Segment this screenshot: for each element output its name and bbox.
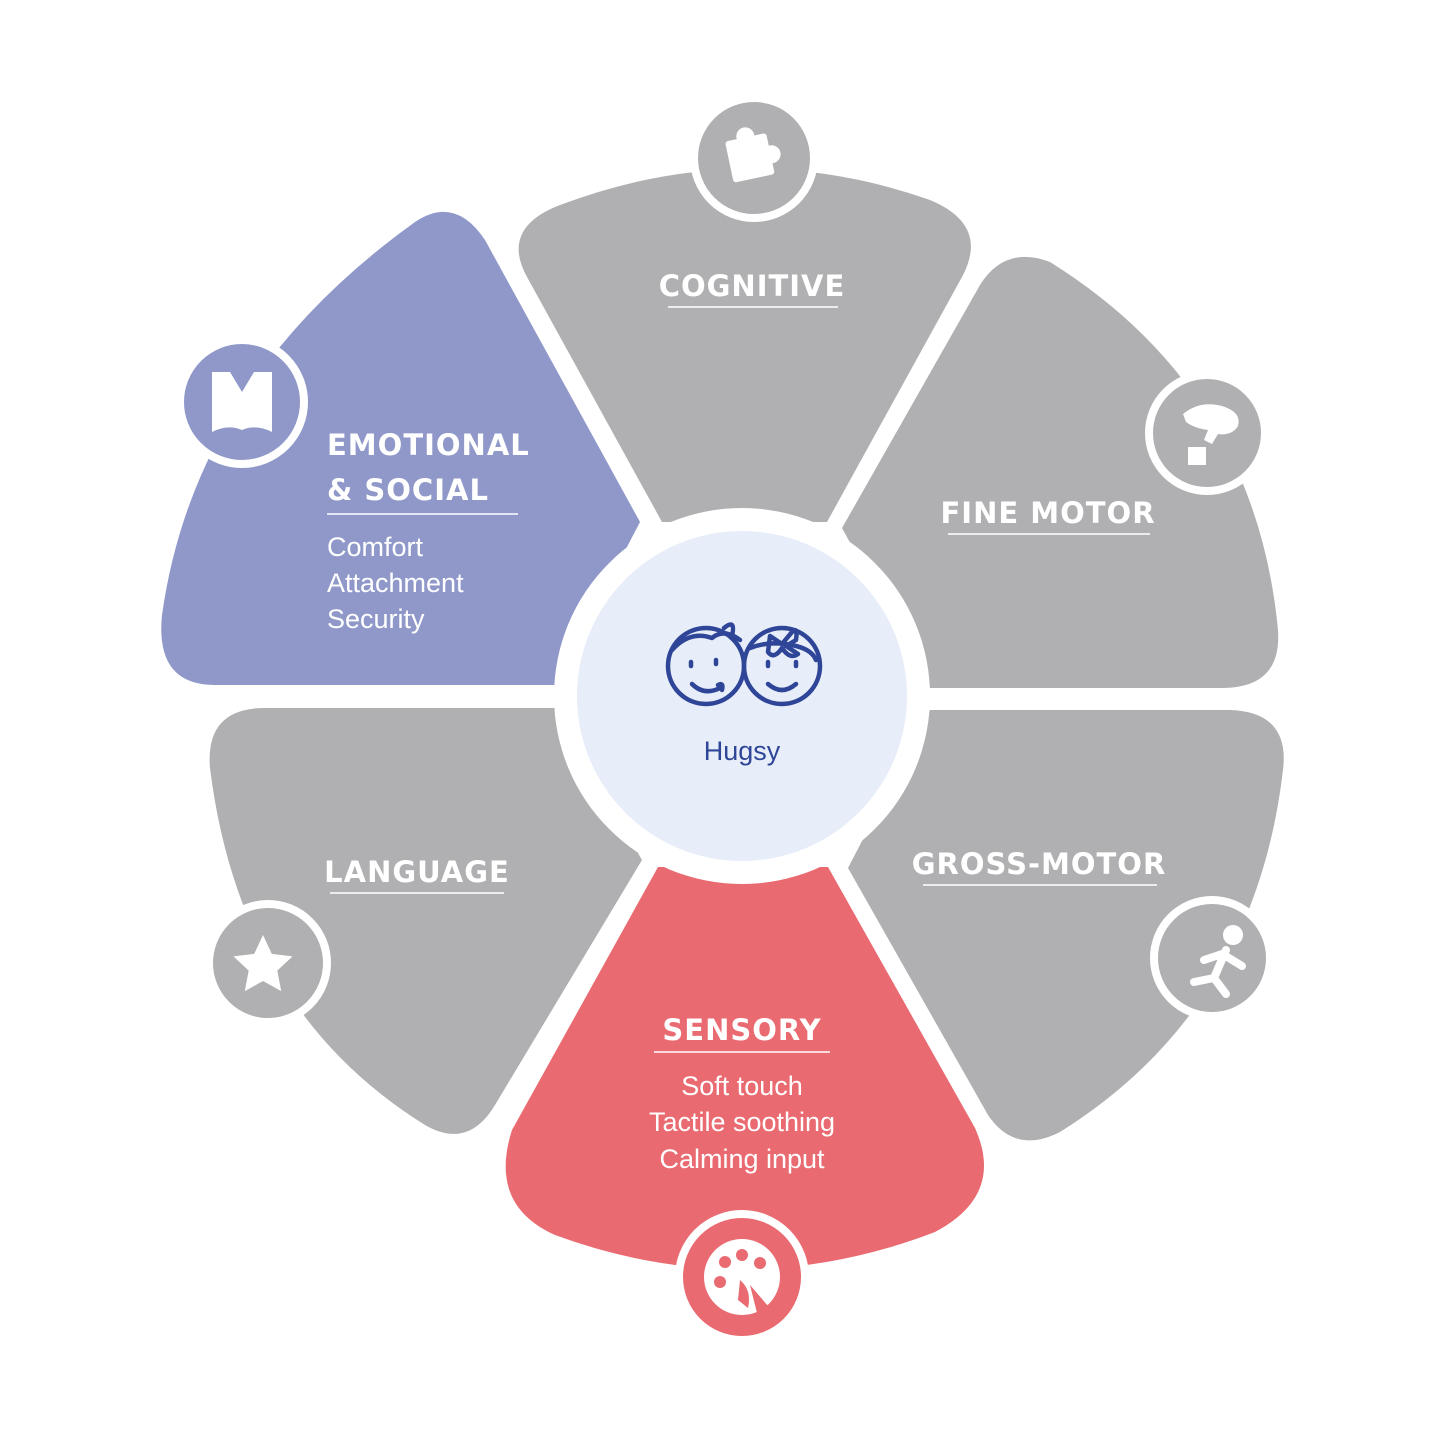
segment-cognitive-title: COGNITIVE [659, 269, 846, 303]
segment-gross-motor-title: GROSS-MOTOR [912, 847, 1167, 881]
segment-sensory-body-line-3: Calming input [659, 1144, 825, 1174]
segment-cognitive-shape [518, 168, 971, 522]
star-icon [233, 935, 293, 992]
center-hub-label: Hugsy [704, 736, 781, 766]
segment-emotional-social-body-line-3: Security [327, 604, 425, 634]
segment-emotional-social: EMOTIONAL & SOCIAL Comfort Attachment Se… [161, 211, 640, 685]
segment-sensory-body-line-2: Tactile soothing [649, 1107, 835, 1137]
segment-fine-motor-title: FINE MOTOR [940, 496, 1155, 530]
segment-language: LANGUAGE [205, 708, 642, 1134]
hand-block-icon [1183, 404, 1239, 465]
segment-emotional-social-body-line-1: Comfort [327, 532, 424, 562]
segment-gross-motor-shape [848, 710, 1284, 1141]
segment-language-shape [209, 708, 642, 1134]
segment-emotional-social-shape [161, 211, 640, 685]
segment-fine-motor-shape [842, 256, 1279, 688]
open-book-icon [212, 372, 272, 432]
center-hub-disc [577, 531, 907, 861]
segment-emotional-social-body-line-2: Attachment [327, 568, 464, 598]
two-kids-faces-icon [665, 622, 823, 707]
segment-sensory-title: SENSORY [662, 1013, 821, 1047]
running-figure-icon [1190, 925, 1246, 998]
segment-emotional-social-title-line-2: & SOCIAL [327, 473, 489, 507]
puzzle-piece-icon [725, 127, 781, 183]
segment-emotional-social-title-line-1: EMOTIONAL [327, 428, 530, 462]
segment-language-title: LANGUAGE [324, 855, 510, 889]
center-hub: Hugsy [554, 508, 930, 884]
segment-cognitive: COGNITIVE [518, 94, 971, 522]
segment-sensory-shape [505, 867, 984, 1270]
paint-palette-icon [704, 1239, 780, 1325]
segment-gross-motor: GROSS-MOTOR [848, 710, 1284, 1141]
segment-sensory: SENSORY Soft touch Tactile soothing Calm… [505, 867, 984, 1344]
segment-sensory-body-line-1: Soft touch [681, 1071, 803, 1101]
segment-fine-motor: FINE MOTOR [842, 256, 1279, 688]
